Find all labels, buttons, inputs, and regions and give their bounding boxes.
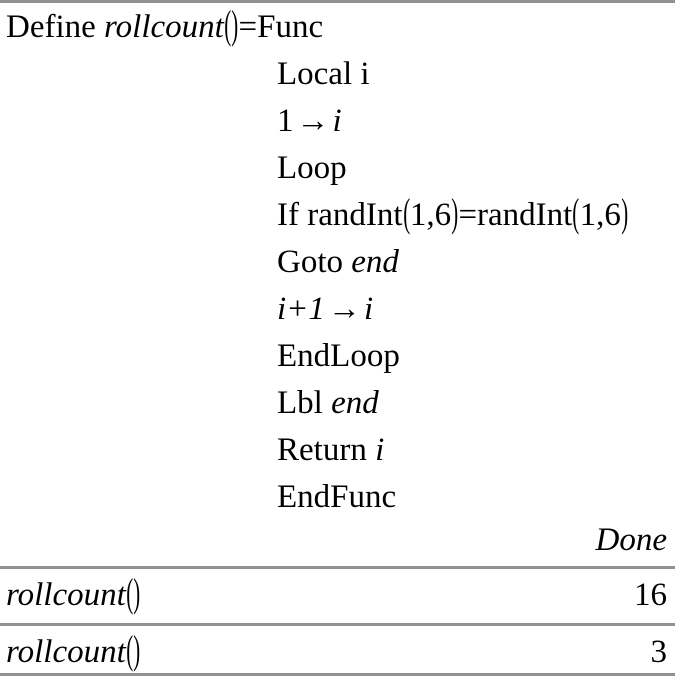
history-row[interactable]: rollcount() 3 <box>0 626 675 681</box>
increment-variable: i <box>363 291 374 327</box>
func-keyword: Func <box>257 9 324 45</box>
code-line-if[interactable]: If randInt(1,6)=randInt(1,6) <box>277 190 629 235</box>
randint-args-second: 1,6 <box>579 197 621 233</box>
endloop-keyword: EndLoop <box>277 338 400 374</box>
increment-expression: i+1 <box>277 291 325 327</box>
lbl-label: end <box>331 385 379 421</box>
history-expression[interactable]: rollcount() <box>6 627 141 672</box>
return-keyword: Return <box>277 432 376 468</box>
code-line-loop[interactable]: Loop <box>0 145 675 192</box>
define-keyword: Define <box>6 9 96 45</box>
code-line-local[interactable]: Local i <box>0 51 675 98</box>
return-variable: i <box>375 432 385 468</box>
code-line-increment[interactable]: i+1→i <box>0 286 675 333</box>
code-line-goto[interactable]: Goto end <box>0 239 675 286</box>
history-expression-name: rollcount <box>6 634 126 670</box>
code-line-endloop[interactable]: EndLoop <box>0 333 675 380</box>
code-line-init[interactable]: 1→i <box>0 98 675 145</box>
separator-top <box>0 0 675 3</box>
history-row[interactable]: rollcount() 16 <box>0 569 675 624</box>
function-name: rollcount <box>104 9 224 45</box>
code-line-endfunc[interactable]: EndFunc <box>0 474 675 521</box>
if-keyword-prefix: If randInt <box>277 197 403 233</box>
separator-between-rows <box>0 623 675 626</box>
randint-args-first: 1,6 <box>409 197 452 233</box>
definition-result-done: Done <box>595 522 667 558</box>
loop-keyword: Loop <box>277 150 347 186</box>
code-line-return[interactable]: Return i <box>0 427 675 474</box>
endfunc-keyword: EndFunc <box>277 479 397 515</box>
goto-keyword: Goto <box>277 244 352 280</box>
store-arrow-icon: → <box>296 103 330 139</box>
local-keyword: Local i <box>277 56 370 92</box>
history-expression[interactable]: rollcount() <box>6 570 141 615</box>
lbl-keyword: Lbl <box>277 385 332 421</box>
separator-after-definition <box>0 566 675 569</box>
if-equals-randint: =randInt <box>458 197 573 233</box>
code-line-lbl[interactable]: Lbl end <box>0 380 675 427</box>
init-variable: i <box>332 103 342 139</box>
history-expression-name: rollcount <box>6 577 126 613</box>
init-value: 1 <box>277 103 294 139</box>
history-result-value: 3 <box>650 634 668 670</box>
goto-label: end <box>351 244 399 280</box>
assign-operator: = <box>238 9 258 45</box>
code-line-define[interactable]: Define rollcount()=Func <box>6 2 324 47</box>
separator-bottom <box>0 673 675 676</box>
history-result-value: 16 <box>634 577 667 613</box>
store-arrow-icon: → <box>327 291 361 327</box>
function-definition-block[interactable]: Define rollcount()=Func Local i 1→i Loop… <box>0 4 675 521</box>
